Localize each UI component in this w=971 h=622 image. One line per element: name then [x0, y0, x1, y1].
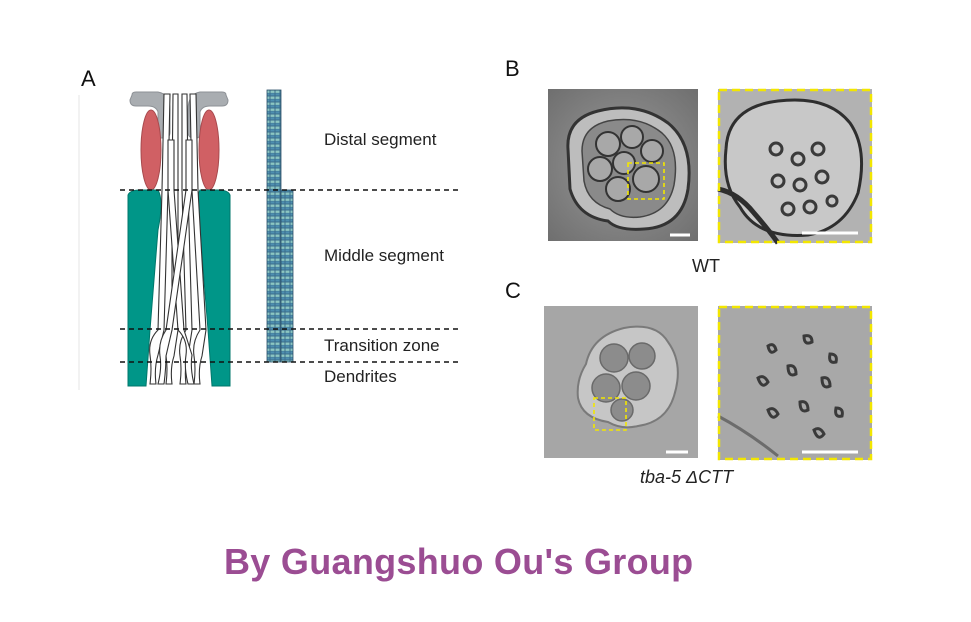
distal-segment-label: Distal segment	[324, 130, 437, 149]
panel-label-a: A	[81, 66, 96, 91]
wt-caption: WT	[692, 256, 720, 276]
axoneme-tubes	[149, 93, 207, 385]
mutant-caption: tba-5 ΔCTT	[640, 467, 734, 487]
wt-em-zoom	[717, 88, 873, 245]
wt-zoom-border	[717, 88, 873, 244]
mutant-zoom-box	[593, 397, 627, 431]
wt-em-overview	[548, 89, 698, 241]
doublet-microtubules	[280, 189, 294, 363]
right-red-cap	[198, 109, 220, 191]
singlet-microtubules	[266, 89, 282, 363]
left-red-cap	[140, 109, 162, 191]
wt-zoom-box	[627, 162, 665, 200]
panel-label-b: B	[505, 56, 520, 81]
middle-segment-label: Middle segment	[324, 246, 445, 265]
dendrites-label: Dendrites	[324, 367, 397, 386]
panel-label-c: C	[505, 278, 521, 303]
mutant-zoom-border	[717, 305, 873, 461]
mutant-em-zoom	[717, 305, 873, 461]
left-teal-sheath	[127, 189, 162, 387]
mutant-em-overview	[544, 306, 698, 458]
transition-zone-label: Transition zone	[324, 336, 440, 355]
credit-line: By Guangshuo Ou's Group	[224, 541, 694, 582]
